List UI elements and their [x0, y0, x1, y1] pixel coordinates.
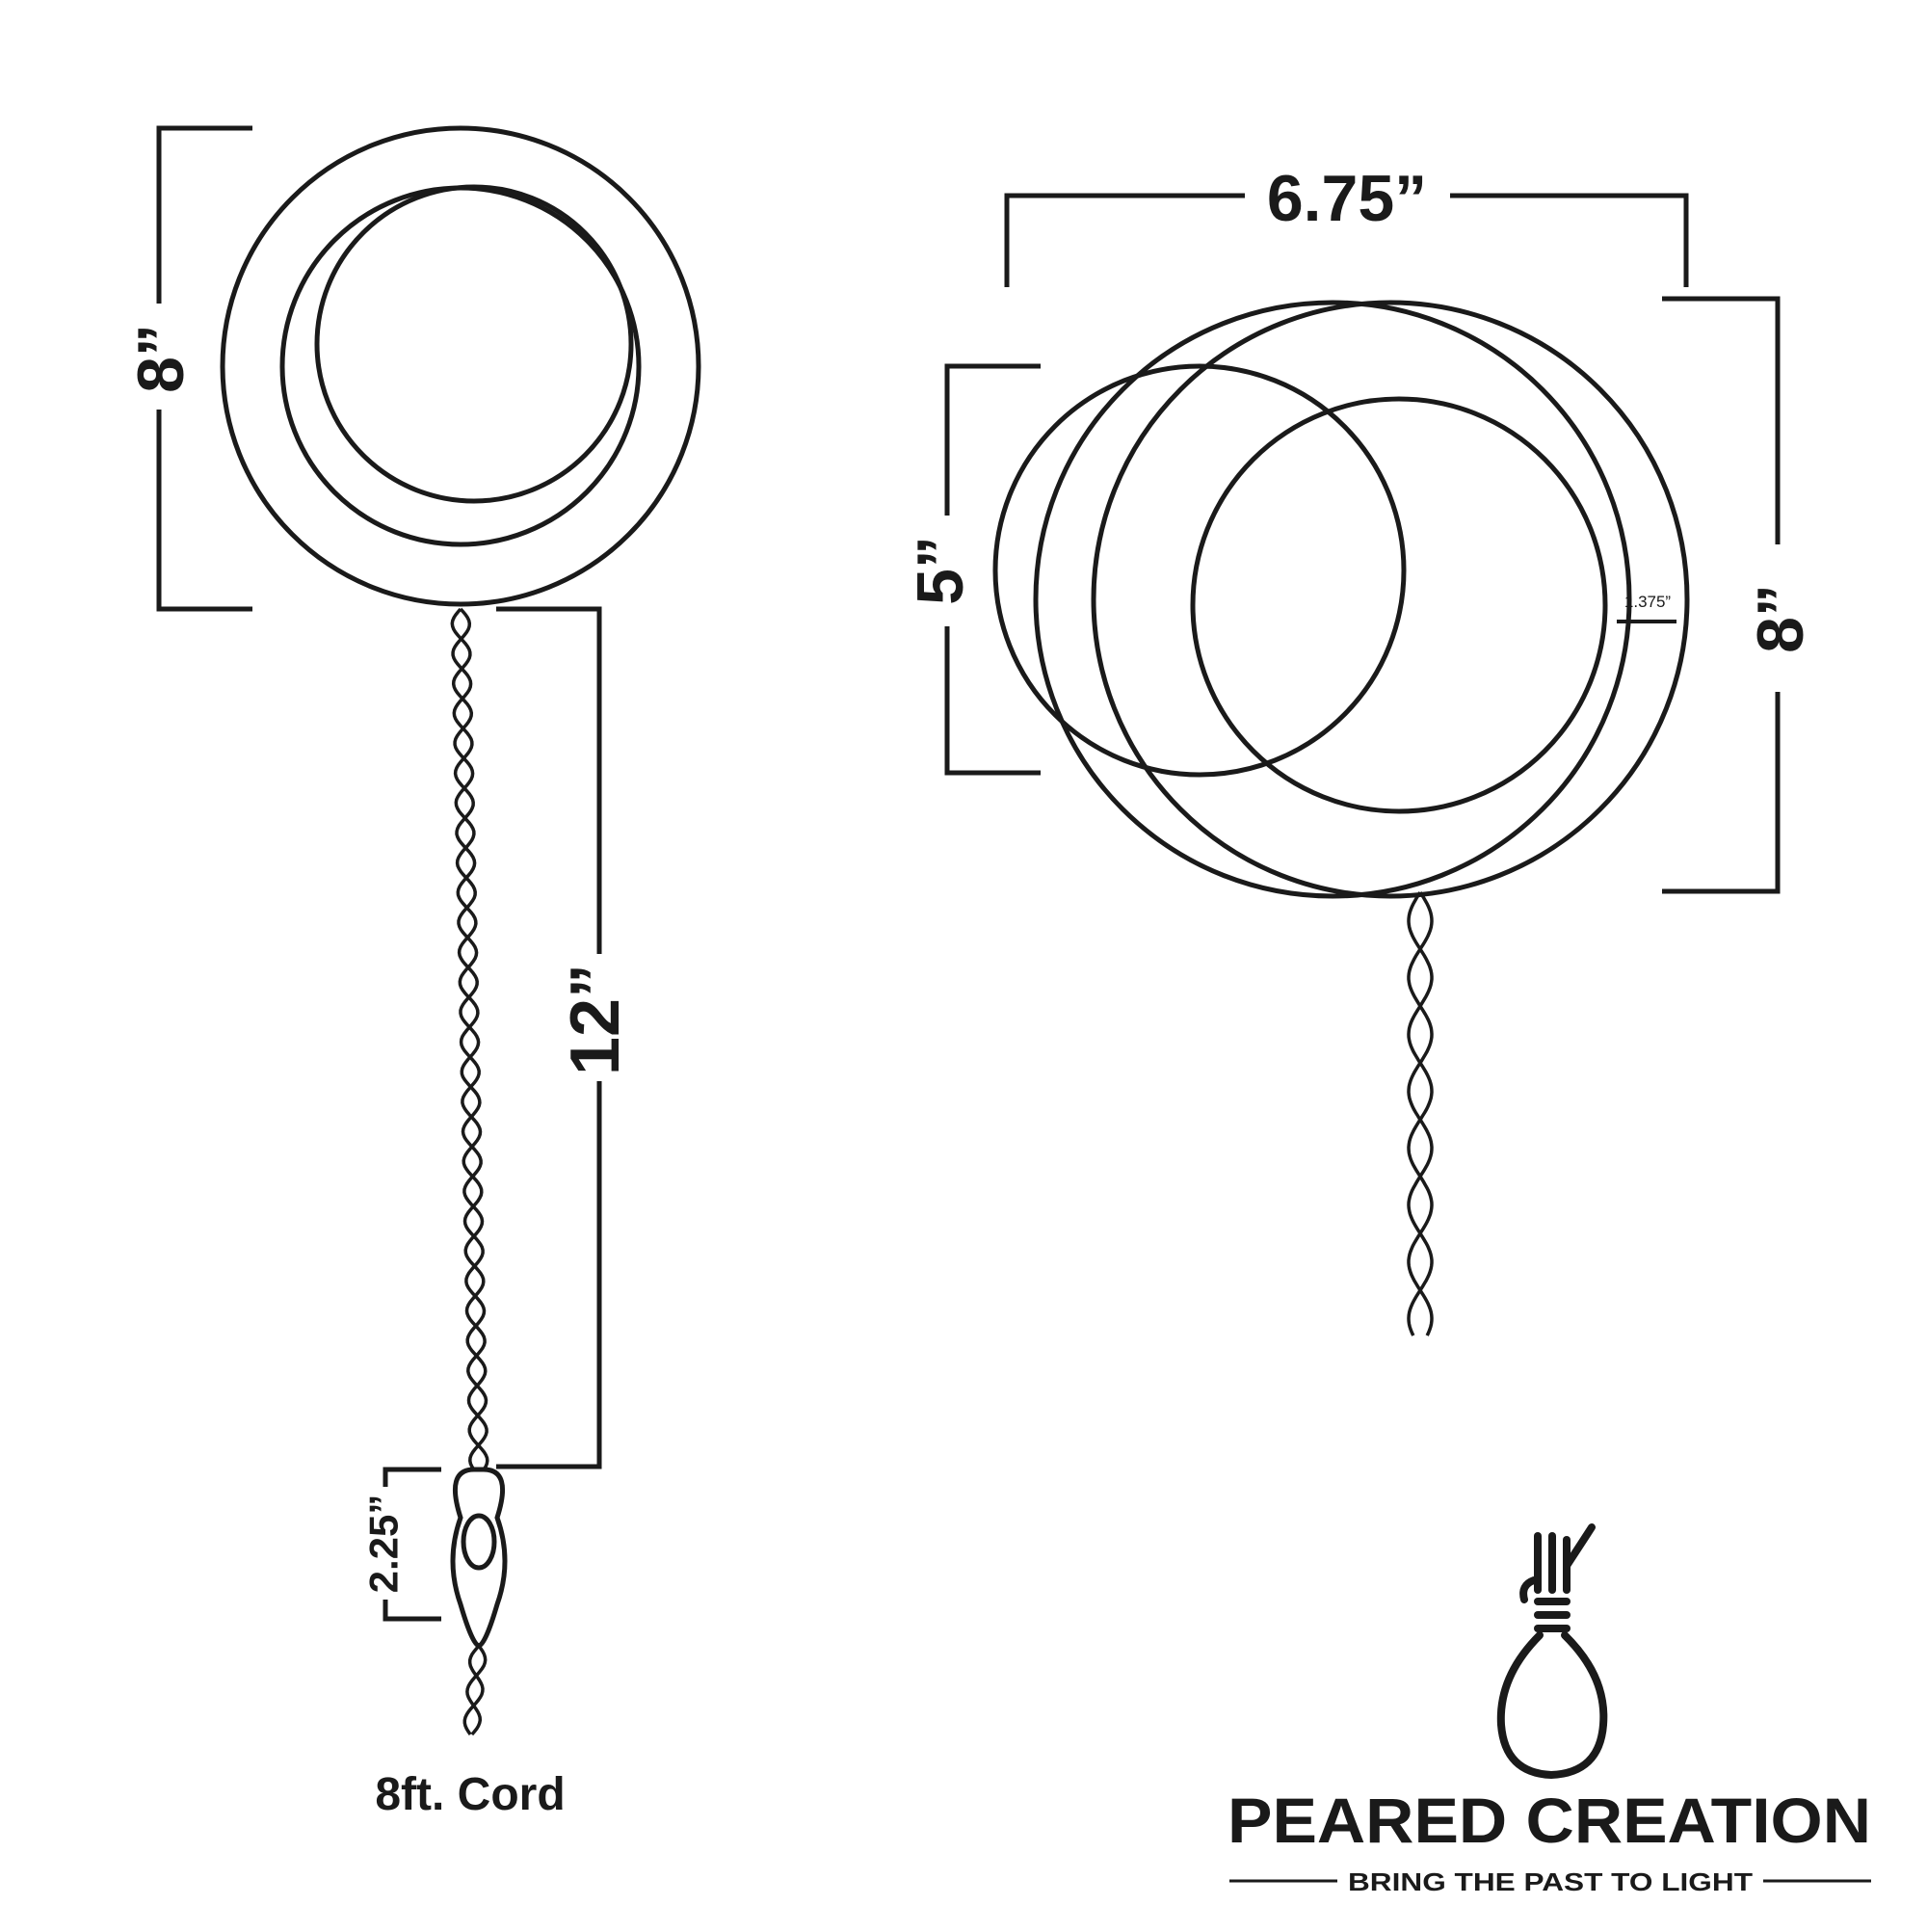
gap-label: 1.375” [1624, 593, 1672, 611]
front-cord-length-bracket [496, 606, 602, 1469]
front-height-bracket [156, 125, 252, 612]
front-ring-circle [279, 185, 642, 547]
bulb-logo-icon [1496, 1523, 1608, 1780]
base-label: 8” [1744, 584, 1817, 653]
depth-label: 6.75” [1267, 162, 1427, 235]
shade-label: 5” [904, 536, 977, 605]
side-view: 1.375” 6.75” 5” 8” [904, 162, 1817, 1337]
base-bracket [1662, 296, 1781, 894]
side-shade-circle [992, 363, 1407, 778]
side-backplate-back-circle [1091, 300, 1690, 899]
side-ring-circle [1190, 396, 1608, 814]
brand-tagline: BRING THE PAST TO LIGHT [1348, 1867, 1753, 1896]
switch-height-bracket [383, 1467, 441, 1622]
side-backplate-front-circle [1033, 300, 1632, 899]
shade-bracket [944, 363, 1041, 776]
front-height-label: 8” [124, 324, 198, 393]
front-backplate-circle [220, 125, 701, 607]
front-twisted-cord [450, 607, 489, 1736]
front-cord-length-label: 12” [557, 964, 634, 1075]
front-shade-circle [314, 184, 634, 504]
brand-logo: PEARED CREATION BRING THE PAST TO LIGHT [1227, 1523, 1871, 1896]
cord-caption: 8ft. Cord [375, 1769, 565, 1820]
switch-button-ellipse [461, 1513, 497, 1571]
side-twisted-cord [1407, 891, 1434, 1337]
switch-height-label: 2.25” [361, 1495, 407, 1594]
depth-bracket [1004, 193, 1689, 287]
brand-name: PEARED CREATION [1227, 1785, 1871, 1856]
inline-switch [450, 1467, 508, 1649]
front-view: 8” 12” 2.25” 8ft. Cord [124, 125, 701, 1820]
